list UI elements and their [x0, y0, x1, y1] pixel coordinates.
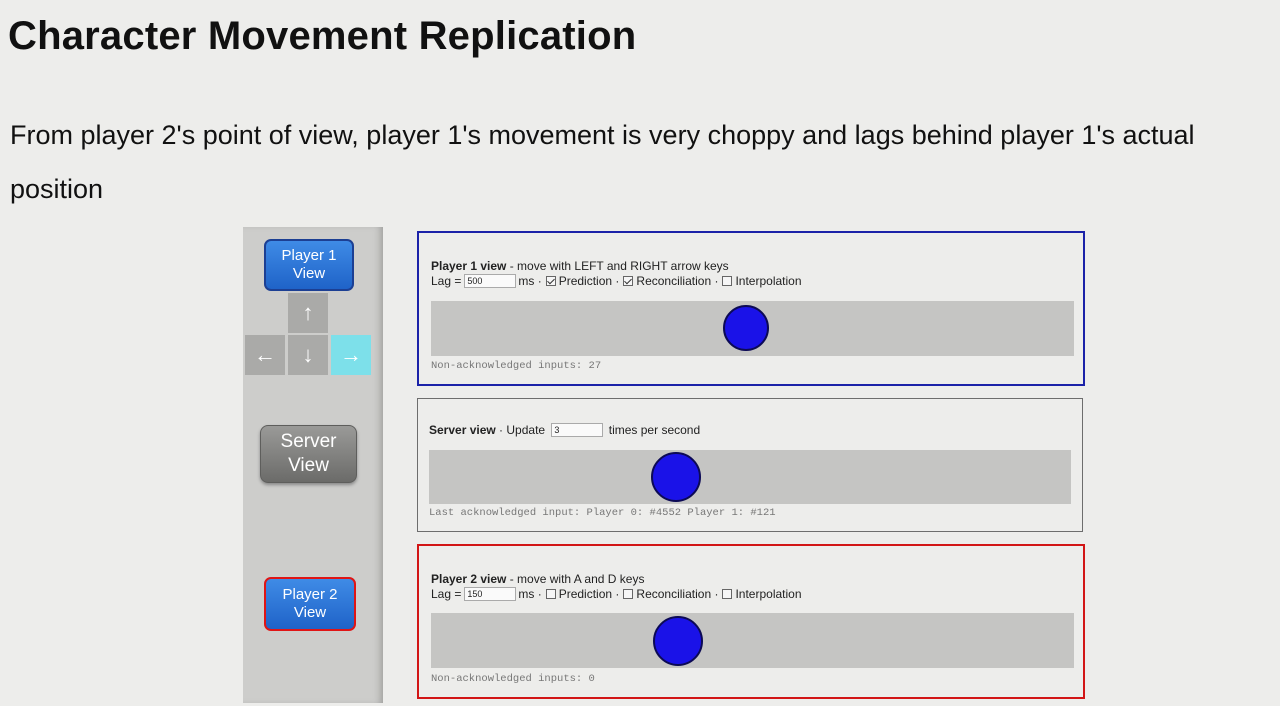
player1-view-button[interactable]: Player 1 View — [264, 239, 354, 291]
arrow-right-key[interactable]: → — [331, 335, 371, 375]
player2-prediction-checkbox[interactable] — [545, 589, 556, 599]
player2-prediction-label: Prediction · — [558, 587, 620, 601]
player1-view-button-line1: Player 1 — [281, 247, 337, 264]
player2-reconciliation-label: Reconciliation · — [636, 587, 719, 601]
player1-view-button-line2: View — [292, 265, 326, 282]
arrow-down-icon: ↓ — [302, 342, 314, 367]
server-track — [429, 450, 1071, 504]
player2-interpolation-checkbox[interactable] — [722, 589, 733, 599]
player2-ms-label: ms · — [518, 587, 542, 601]
arrow-down-key[interactable]: ↓ — [288, 335, 328, 375]
server-update-rate-input[interactable] — [551, 423, 604, 437]
player1-character-ball — [723, 305, 769, 351]
player2-reconciliation-checkbox[interactable] — [623, 589, 634, 599]
server-view-button-line2: View — [288, 455, 329, 476]
player2-track — [431, 613, 1074, 668]
player2-character-ball — [653, 616, 703, 666]
player2-status-text: Non-acknowledged inputs: 0 — [431, 673, 595, 685]
player1-interpolation-checkbox[interactable] — [722, 276, 733, 286]
player1-reconciliation-label: Reconciliation · — [636, 274, 719, 288]
server-panel-title: Server view · Update times per second — [429, 423, 700, 437]
arrow-up-icon: ↑ — [302, 300, 314, 325]
player1-panel-title-rest: - move with LEFT and RIGHT arrow keys — [506, 259, 729, 273]
server-panel-title-suffix: times per second — [605, 423, 701, 437]
player1-status-text: Non-acknowledged inputs: 27 — [431, 360, 602, 372]
slide-subtitle: From player 2's point of view, player 1'… — [10, 120, 1195, 204]
server-character-ball — [651, 452, 701, 502]
server-view-button[interactable]: Server View — [260, 425, 357, 483]
player2-interpolation-label: Interpolation — [735, 587, 802, 601]
player1-track — [431, 301, 1074, 356]
player2-panel-title-bold: Player 2 view — [431, 572, 507, 586]
arrow-up-key[interactable]: ↑ — [288, 293, 328, 333]
control-column: Player 1 View ↑ ← ↓ → Server View Player… — [243, 227, 383, 703]
player1-prediction-checkbox[interactable] — [545, 276, 556, 286]
player1-options-row: Lag = ms · Prediction · Reconciliation ·… — [431, 274, 802, 288]
player1-ms-label: ms · — [518, 274, 542, 288]
player1-interpolation-label: Interpolation — [735, 274, 802, 288]
player1-prediction-label: Prediction · — [558, 274, 620, 288]
player1-panel-title: Player 1 view - move with LEFT and RIGHT… — [431, 259, 729, 273]
player2-view-button-line2: View — [293, 604, 327, 621]
player2-panel-title-rest: - move with A and D keys — [506, 572, 645, 586]
player1-lag-label: Lag = — [431, 274, 462, 288]
server-panel-title-rest: · Update — [495, 423, 549, 437]
player2-view-button[interactable]: Player 2 View — [264, 577, 356, 631]
server-view-panel: Server view · Update times per second La… — [417, 398, 1083, 532]
player2-options-row: Lag = ms · Prediction · Reconciliation ·… — [431, 587, 802, 601]
player2-panel-title: Player 2 view - move with A and D keys — [431, 572, 644, 586]
player1-view-panel: Player 1 view - move with LEFT and RIGHT… — [417, 231, 1085, 386]
player1-lag-input[interactable] — [464, 274, 517, 288]
arrow-left-key[interactable]: ← — [245, 335, 285, 375]
player1-reconciliation-checkbox[interactable] — [623, 276, 634, 286]
arrow-right-icon: → — [340, 342, 362, 367]
slide-title: Character Movement Replication — [8, 14, 637, 58]
server-status-text: Last acknowledged input: Player 0: #4552… — [429, 507, 776, 519]
player1-panel-title-bold: Player 1 view — [431, 259, 507, 273]
server-panel-title-bold: Server view — [429, 423, 496, 437]
server-view-button-line1: Server — [280, 431, 337, 452]
player2-lag-input[interactable] — [464, 587, 517, 601]
player2-view-button-line1: Player 2 — [282, 586, 338, 603]
arrow-left-icon: ← — [254, 342, 276, 367]
player2-view-panel: Player 2 view - move with A and D keys L… — [417, 544, 1085, 699]
player2-lag-label: Lag = — [431, 587, 462, 601]
